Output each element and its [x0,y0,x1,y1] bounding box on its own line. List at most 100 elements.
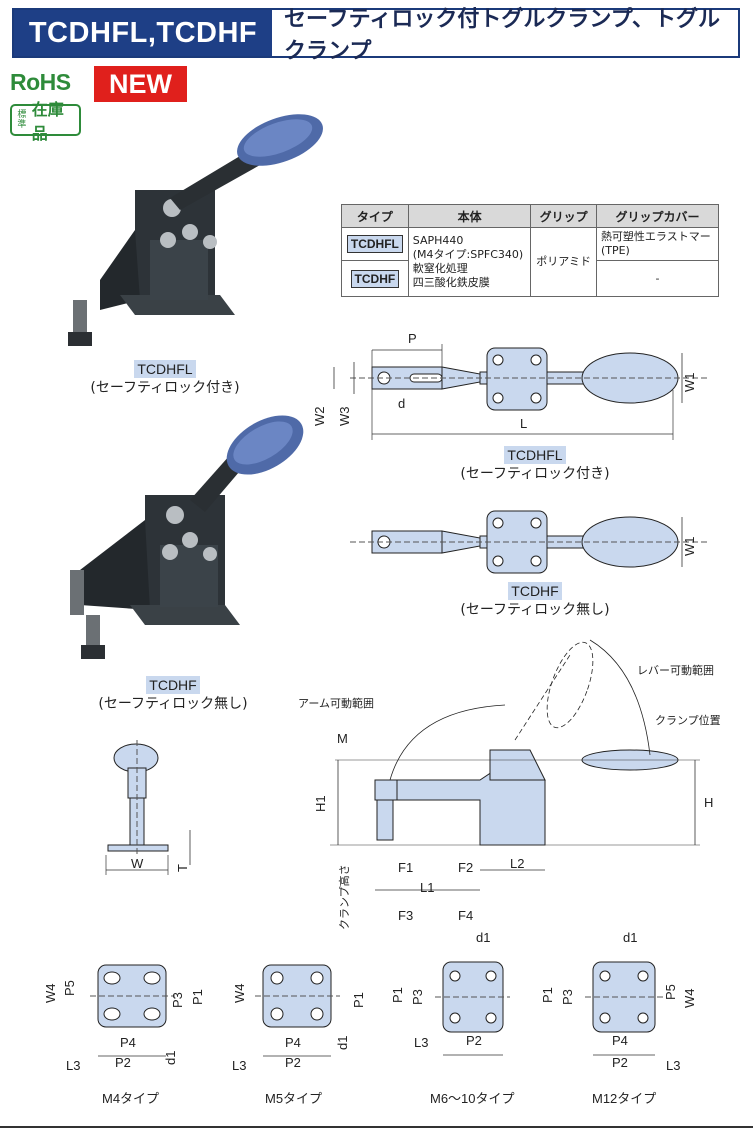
dim-F4-label: F4 [458,908,474,923]
m5-P1-label: P1 [351,992,366,1008]
dim-W1-label: W1 [682,372,697,393]
photo1-caption: TCDHFL (セーフティロック付き) [80,360,250,397]
dim-P-label: P [408,331,417,346]
photo2-caption: TCDHF (セーフティロック無し) [88,676,258,713]
page-header: TCDHFL,TCDHF セーフティロック付トグルクランプ、トグルクランプ [12,7,740,64]
top1-caption: TCDHFL (セーフティロック付き) [440,446,630,483]
m4-P5-label: P5 [62,980,77,996]
m12-L3-label: L3 [666,1058,681,1073]
spec-header-cover: グリップカバー [595,204,720,228]
dim-d-label: d [398,396,406,411]
spec-cover-line1: 熱可塑性エラストマー [600,230,711,243]
photo2-model: TCDHF [146,676,200,694]
spec-body-line1: SAPH440 [412,234,464,247]
m4-P2-label: P2 [115,1055,131,1070]
m4-P3-label: P3 [170,992,185,1008]
spec-cover-tcdhfl: 熱可塑性エラストマー (TPE) [595,227,720,261]
m6-L3-label: L3 [414,1035,429,1050]
dim-H1-label: H1 [313,795,328,812]
m6-P2-label: P2 [466,1033,482,1048]
bottom-rule [0,1126,753,1128]
m4-P1-label: P1 [190,989,205,1005]
m12-d1-label: d1 [623,930,638,945]
stock-small-label: 標準 [17,110,27,130]
stock-big-label: 在庫品 [31,100,64,143]
m4-d1-label: d1 [163,1050,178,1065]
m5-type-label: M5タイプ [265,1091,323,1106]
m6-type-label: M6～10タイプ [430,1091,515,1106]
model-title: TCDHFL,TCDHF [14,10,272,56]
m12-P4-label: P4 [612,1033,628,1048]
dim-L1-label: L1 [420,880,435,895]
spec-cover-tcdhf: - [595,260,720,297]
top1-model: TCDHFL [504,446,566,464]
dim-T-label: T [175,864,190,872]
spec-body-line4: 四三酸化鉄皮膜 [412,276,490,289]
spec-header-type: タイプ [341,204,409,228]
m12-P2-label: P2 [612,1055,628,1070]
spec-grip: ポリアミド [530,227,597,297]
front-view [105,740,191,875]
top1-note: (セーフティロック付き) [460,466,610,482]
clamp-height-label: クランプ高さ [339,864,351,930]
spec-header-grip: グリップ [530,204,597,228]
dim-W2-label: W2 [312,406,327,427]
product-photo-tcdhf [70,415,304,659]
spec-type-tcdhf: TCDHF [350,269,400,288]
m12-type-label: M12タイプ [592,1091,657,1106]
top2-caption: TCDHF (セーフティロック無し) [440,582,630,619]
dim-F3-label: F3 [398,908,414,923]
dim-M-label: M [337,731,348,746]
photo1-note: (セーフティロック付き) [90,380,240,396]
dim-W3-label: W3 [337,406,352,427]
m5-P4-label: P4 [285,1035,301,1050]
base-view-m12 [585,961,663,1056]
m6-P1-label: P1 [390,987,405,1003]
dim-F2-label: F2 [458,860,474,875]
photo1-model: TCDHFL [134,360,196,378]
spec-body-cell: SAPH440 (M4タイプ:SPFC340) 軟窒化処理 四三酸化鉄皮膜 [407,227,532,297]
arm-range-label: アーム可動範囲 [298,697,375,710]
m5-W4-label: W4 [232,983,247,1004]
spec-cover-line2: (TPE) [600,244,630,257]
spec-type-tcdhfl: TCDHFL [346,235,403,253]
stock-badge: 標準 在庫品 [10,100,81,143]
dim-L2-label: L2 [510,856,525,871]
m5-P2-label: P2 [285,1055,301,1070]
dim-F1-label: F1 [398,860,414,875]
m6-d1-label: d1 [476,930,491,945]
side-view [330,639,700,891]
m12-W4-label: W4 [682,988,697,1009]
m12-P3-label: P3 [560,989,575,1005]
photo2-note: (セーフティロック無し) [98,696,248,712]
clamp-position-label: クランプ位置 [655,714,721,727]
new-badge: NEW [94,66,187,102]
m4-L3-label: L3 [66,1058,81,1073]
m6-P3-label: P3 [410,989,425,1005]
product-title: セーフティロック付トグルクランプ、トグルクランプ [284,7,721,64]
m4-type-label: M4タイプ [102,1091,160,1106]
dim-W1-label-2: W1 [682,536,697,557]
m4-P4-label: P4 [120,1035,136,1050]
spec-body-line3: 軟窒化処理 [412,262,468,275]
m5-L3-label: L3 [232,1058,247,1073]
m5-d1-label: d1 [335,1035,350,1050]
m12-P5-label: P5 [663,984,678,1000]
m4-W4-label: W4 [43,983,58,1004]
spec-body-line2: (M4タイプ:SPFC340) [412,248,524,261]
base-view-m4 [90,964,175,1057]
top-view-tcdhfl [333,344,710,440]
m12-P1-label: P1 [540,987,555,1003]
lever-range-label: レバー可動範囲 [637,664,714,677]
base-view-m5 [255,964,340,1057]
dim-W-label: W [131,856,144,871]
spec-header-body: 本体 [407,204,532,228]
dim-H-label: H [704,795,714,810]
top-view-tcdhf [350,510,710,574]
top2-model: TCDHF [508,582,562,600]
spec-table: タイプ 本体 グリップ グリップカバー TCDHFL SAPH440 (M4タイ… [341,204,720,297]
product-photo-tcdhfl [68,114,323,346]
base-view-m6-10 [435,961,510,1056]
top2-note: (セーフティロック無し) [460,602,610,618]
dim-L-label: L [520,416,528,431]
